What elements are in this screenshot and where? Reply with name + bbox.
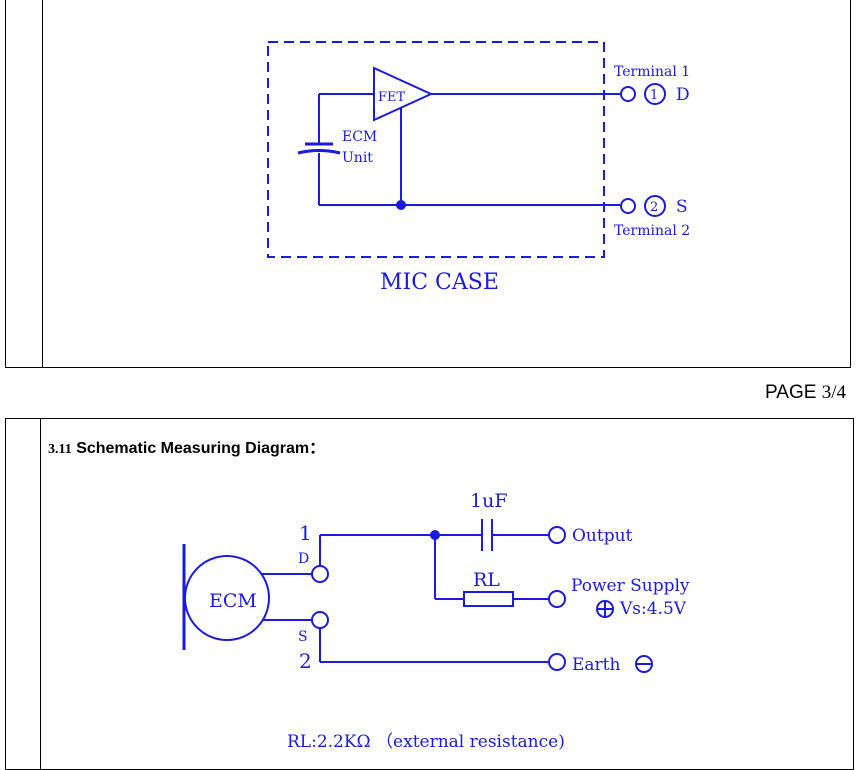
vs-label: Vs:4.5V xyxy=(619,599,687,619)
junction-dot xyxy=(396,200,406,210)
terminal1-number-circle xyxy=(644,83,666,105)
terminal2-number: 2 xyxy=(650,200,658,215)
terminal1-number: 1 xyxy=(650,88,658,103)
mic-case-outline xyxy=(267,41,605,258)
ecm-plate-bottom xyxy=(297,149,341,155)
pin2-letter: S xyxy=(298,629,308,645)
ecm-unit-label-2: Unit xyxy=(342,150,373,166)
pin-s-terminal xyxy=(311,611,329,629)
junction-dot xyxy=(430,530,440,540)
top-table-cell xyxy=(5,0,851,368)
ecm-capsule xyxy=(184,555,270,641)
terminal2-pin xyxy=(620,198,636,214)
pin2-number: 2 xyxy=(299,649,312,673)
terminal2-label: Terminal 2 xyxy=(614,223,690,239)
bottom-table-divider xyxy=(40,418,41,770)
power-supply-terminal xyxy=(548,590,566,608)
output-terminal xyxy=(548,526,566,544)
ecm-label: ECM xyxy=(209,590,257,612)
section-number: 3.11 xyxy=(48,442,72,457)
section-title-text: Schematic Measuring Diagram xyxy=(76,440,310,457)
mic-case-label: MIC CASE xyxy=(380,270,499,295)
page-value: 3/4 xyxy=(821,382,846,403)
mic-case-diagram: FET ECM Unit Terminal 1 1 D 2 S Terminal… xyxy=(267,41,690,295)
section-colon: ： xyxy=(309,440,326,457)
measuring-diagram: ECM 1 D S 2 1uF RL Output Power Supply V… xyxy=(182,490,690,752)
output-label: Output xyxy=(572,526,633,546)
resistor-rl xyxy=(463,591,514,607)
resistor-label: RL xyxy=(473,569,500,591)
earth-label: Earth xyxy=(572,655,621,675)
fet-label: FET xyxy=(378,90,406,105)
top-table-divider xyxy=(42,0,43,367)
terminal1-pin-label: D xyxy=(676,85,690,105)
earth-terminal xyxy=(548,653,566,671)
terminal1-label: Terminal 1 xyxy=(614,64,690,80)
resistance-note: RL:2.2KΩ （external resistance) xyxy=(287,732,565,752)
terminal2-pin-label: S xyxy=(676,197,688,217)
page-number: PAGE 3/4 xyxy=(765,382,846,404)
terminal2-number-circle xyxy=(644,195,666,217)
section-title: 3.11 Schematic Measuring Diagram： xyxy=(48,434,325,458)
power-supply-label: Power Supply xyxy=(571,576,690,596)
pin1-number: 1 xyxy=(299,521,312,545)
ecm-unit-label-1: ECM xyxy=(342,129,377,145)
page-label: PAGE xyxy=(765,382,817,403)
pin-d-terminal xyxy=(311,565,329,583)
capacitor-label: 1uF xyxy=(470,490,508,512)
terminal1-pin xyxy=(620,86,636,102)
pin1-letter: D xyxy=(298,551,309,567)
